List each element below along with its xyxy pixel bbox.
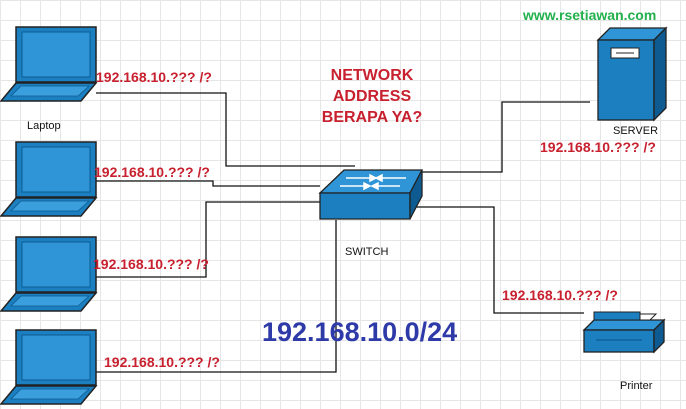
website-text: www.rsetiawan.com: [522, 7, 656, 23]
network-switch-icon: [318, 169, 424, 220]
ip-label-laptop-4: 192.168.10.??? /?: [104, 354, 220, 370]
ip-label-laptop-3: 192.168.10.??? /?: [93, 256, 209, 272]
network-address: 192.168.10.0/24: [262, 317, 457, 347]
connection-lines: [96, 92, 590, 373]
link-laptop3-switch: [96, 201, 320, 278]
printer-label: Printer: [620, 380, 653, 392]
laptop-1: [0, 26, 97, 102]
laptop-icon: [0, 26, 97, 102]
question-line-2: ADDRESS: [333, 88, 412, 105]
link-server-switch: [422, 101, 590, 173]
laptop-3: [0, 236, 97, 312]
laptop-icon: [0, 236, 97, 312]
server-tower-icon: [596, 26, 668, 122]
ip-label-printer: 192.168.10.??? /?: [502, 287, 618, 303]
ip-label-laptop-1: 192.168.10.??? /?: [96, 69, 212, 85]
laptop-icon: [0, 141, 97, 217]
printer-icon: [582, 311, 666, 354]
question-line-3: BERAPA YA?: [322, 109, 422, 126]
laptop-label: Laptop: [27, 120, 61, 132]
switch-label: SWITCH: [345, 246, 388, 258]
link-laptop1-switch: [96, 92, 355, 167]
link-laptop4-switch: [96, 220, 337, 373]
question-line-1: NETWORK: [331, 67, 414, 84]
laptop-icon: [0, 329, 97, 405]
link-laptop2-switch: [96, 180, 320, 187]
laptop-2: [0, 141, 97, 217]
link-printer-switch: [410, 206, 584, 314]
ip-label-server: 192.168.10.??? /?: [540, 139, 656, 155]
server-label: SERVER: [613, 125, 658, 137]
ip-label-laptop-2: 192.168.10.??? /?: [94, 164, 210, 180]
laptop-4: [0, 329, 97, 405]
